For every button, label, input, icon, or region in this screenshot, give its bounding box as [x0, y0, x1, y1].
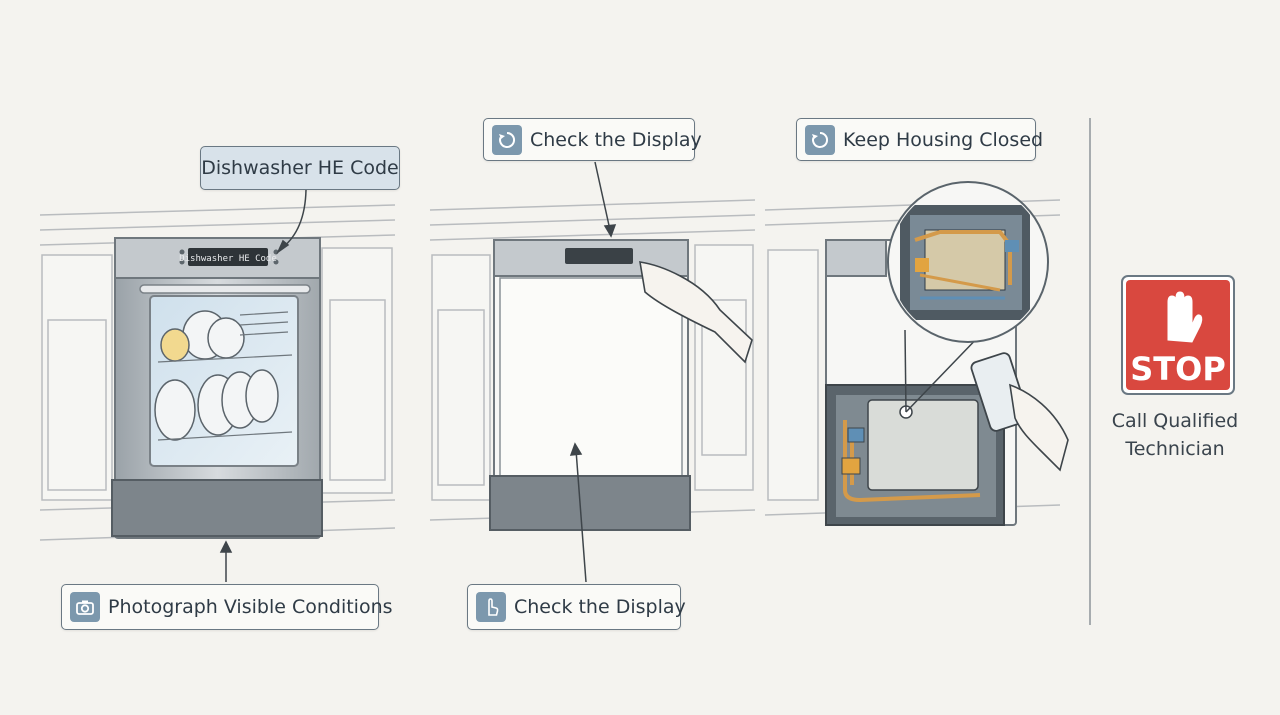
stop-caption-line-2: Technician [1125, 438, 1225, 460]
check-display-top-callout: Check the Display [483, 118, 702, 161]
counter-panel-2 [429, 199, 756, 521]
refresh-icon [492, 124, 522, 155]
he-code-callout: Dishwasher HE Code [200, 146, 400, 190]
check-display-bottom-label: Check the Display [514, 596, 686, 618]
connector-arrows [219, 161, 617, 583]
photograph-callout: Photograph Visible Conditions [61, 584, 393, 630]
stop-caption: Call Qualified Technician [1100, 407, 1250, 463]
keep-housing-callout: Keep Housing Closed [796, 118, 1043, 161]
dishwasher-open-view [111, 237, 323, 539]
hand-stop-icon [1167, 291, 1203, 343]
he-code-label: Dishwasher HE Code [201, 157, 399, 179]
refresh-icon [805, 124, 835, 155]
stop-caption-line-1: Call Qualified [1111, 410, 1239, 432]
stop-sign-text: STOP [1130, 350, 1226, 388]
counter-panel-3 [764, 199, 1061, 516]
dishwasher-housing-view [825, 181, 1069, 526]
stop-sign: STOP [1121, 275, 1235, 395]
counter-panel-1 [39, 204, 396, 541]
check-display-bottom-callout: Check the Display [467, 584, 686, 630]
panel-display-text: Dishwasher HE Code [179, 254, 277, 264]
dishwasher-closed-view [489, 239, 753, 531]
keep-housing-label: Keep Housing Closed [843, 128, 1044, 151]
check-display-top-label: Check the Display [530, 128, 702, 151]
hand-touch-icon [476, 592, 506, 622]
photograph-label: Photograph Visible Conditions [108, 596, 393, 618]
camera-icon [70, 592, 100, 622]
